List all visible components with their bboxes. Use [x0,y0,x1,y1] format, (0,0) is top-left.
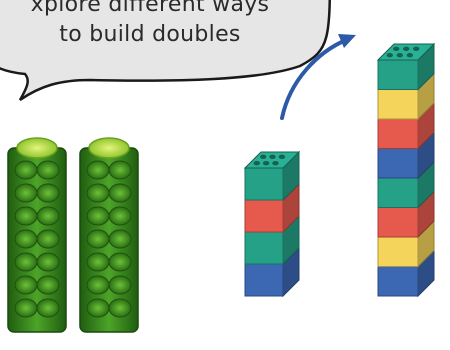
stud [254,161,260,165]
stud [397,53,403,57]
bead [109,184,131,202]
bead [87,184,109,202]
bead [109,276,131,294]
bead [15,184,37,202]
bead [109,299,131,317]
cube-red [378,208,418,238]
stud [387,53,393,57]
stud [263,161,269,165]
bead [87,207,109,225]
bead [15,253,37,271]
stud [407,53,413,57]
cube-blue [245,264,283,296]
bead [15,207,37,225]
bead [37,299,59,317]
short-cube-tower [245,152,299,296]
cube-red [245,200,283,232]
curved-arrow-icon [282,34,356,118]
stud [403,47,409,51]
bead [87,299,109,317]
bead [87,230,109,248]
bead [109,230,131,248]
green-bead-rod-left [8,138,66,332]
stud [269,155,275,159]
bead [15,161,37,179]
bead [87,276,109,294]
cube-teal [245,168,283,200]
bead [15,276,37,294]
bead [37,207,59,225]
bead [109,161,131,179]
bead [37,276,59,294]
cube-blue [378,149,418,179]
bead [37,161,59,179]
cube-red [378,119,418,149]
cube-yellow [378,90,418,120]
cube-teal [245,232,283,264]
bead [109,253,131,271]
cube-blue [378,267,418,297]
bead [37,253,59,271]
bead [87,253,109,271]
cube-teal [378,178,418,208]
stud [260,155,266,159]
bead [15,230,37,248]
stud [393,47,399,51]
tall-cube-tower [378,44,434,296]
bead [87,161,109,179]
bead [109,207,131,225]
bead [37,230,59,248]
cube-teal [378,60,418,90]
stud [279,155,285,159]
stud [413,47,419,51]
green-bead-rod-right [80,138,138,332]
stud [272,161,278,165]
bead [37,184,59,202]
bead [15,299,37,317]
cube-yellow [378,237,418,267]
